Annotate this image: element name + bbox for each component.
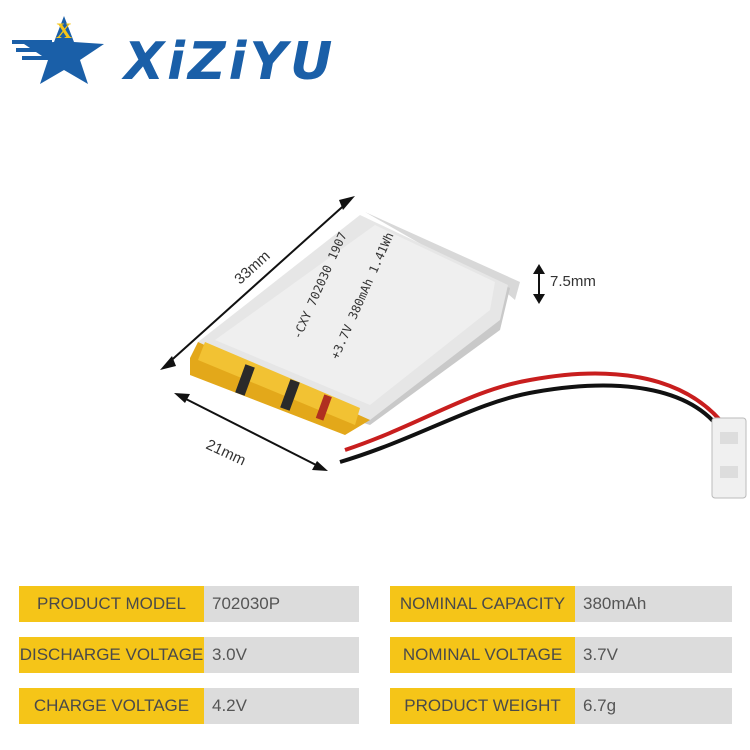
- jst-connector: [711, 417, 747, 499]
- battery-cell: [190, 212, 520, 435]
- spec-value: 4.2V: [204, 688, 359, 724]
- spec-value: 702030P: [204, 586, 359, 622]
- spec-row-discharge-voltage: DISCHARGE VOLTAGE 3.0V: [19, 637, 359, 673]
- brand-logo: X XiZiYU: [12, 14, 342, 92]
- spec-label: DISCHARGE VOLTAGE: [19, 637, 204, 673]
- thickness-label: 7.5mm: [550, 273, 596, 290]
- spec-label: NOMINAL VOLTAGE: [390, 637, 575, 673]
- length-arrow: [160, 196, 355, 370]
- spec-label: PRODUCT WEIGHT: [390, 688, 575, 724]
- width-arrow: [174, 393, 328, 471]
- battery-product-image: -CXY 702030 1907 +3.7V 380mAh 1.41Wh 33m…: [160, 196, 747, 499]
- spec-row-product-weight: PRODUCT WEIGHT 6.7g: [390, 688, 732, 724]
- spec-label: NOMINAL CAPACITY: [390, 586, 575, 622]
- spec-value: 3.0V: [204, 637, 359, 673]
- width-label: 21mm: [203, 436, 248, 469]
- black-wire: [339, 383, 724, 464]
- spec-row-product-model: PRODUCT MODEL 702030P: [19, 586, 359, 622]
- red-wire: [344, 371, 722, 452]
- spec-value: 380mAh: [575, 586, 732, 622]
- star-logo-icon: X: [12, 16, 104, 84]
- spec-label: CHARGE VOLTAGE: [19, 688, 204, 724]
- spec-row-nominal-voltage: NOMINAL VOLTAGE 3.7V: [390, 637, 732, 673]
- length-label: 33mm: [231, 247, 273, 288]
- spec-row-nominal-capacity: NOMINAL CAPACITY 380mAh: [390, 586, 732, 622]
- spec-row-charge-voltage: CHARGE VOLTAGE 4.2V: [19, 688, 359, 724]
- brand-name: XiZiYU: [124, 32, 336, 92]
- logo-letter: X: [56, 18, 72, 43]
- spec-label: PRODUCT MODEL: [19, 586, 204, 622]
- thickness-arrow: [533, 264, 545, 304]
- spec-value: 3.7V: [575, 637, 732, 673]
- spec-value: 6.7g: [575, 688, 732, 724]
